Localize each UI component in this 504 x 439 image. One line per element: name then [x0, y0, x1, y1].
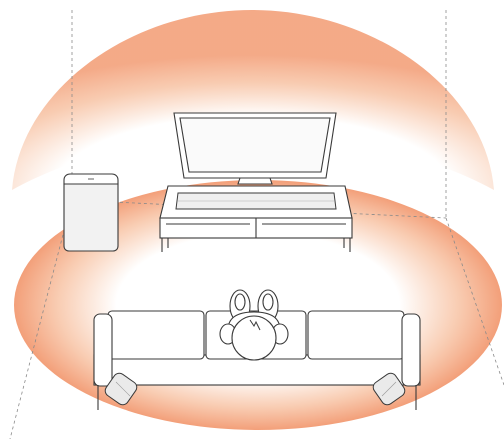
subwoofer-icon: [63, 173, 119, 252]
rear-speaker-left-icon: [104, 372, 138, 406]
rear-speaker-right-icon: [372, 372, 406, 406]
tv-icon: [173, 112, 337, 185]
upper-sound-field: [12, 10, 494, 190]
soundbar-icon: [175, 192, 337, 210]
listener-icon: [219, 289, 289, 361]
